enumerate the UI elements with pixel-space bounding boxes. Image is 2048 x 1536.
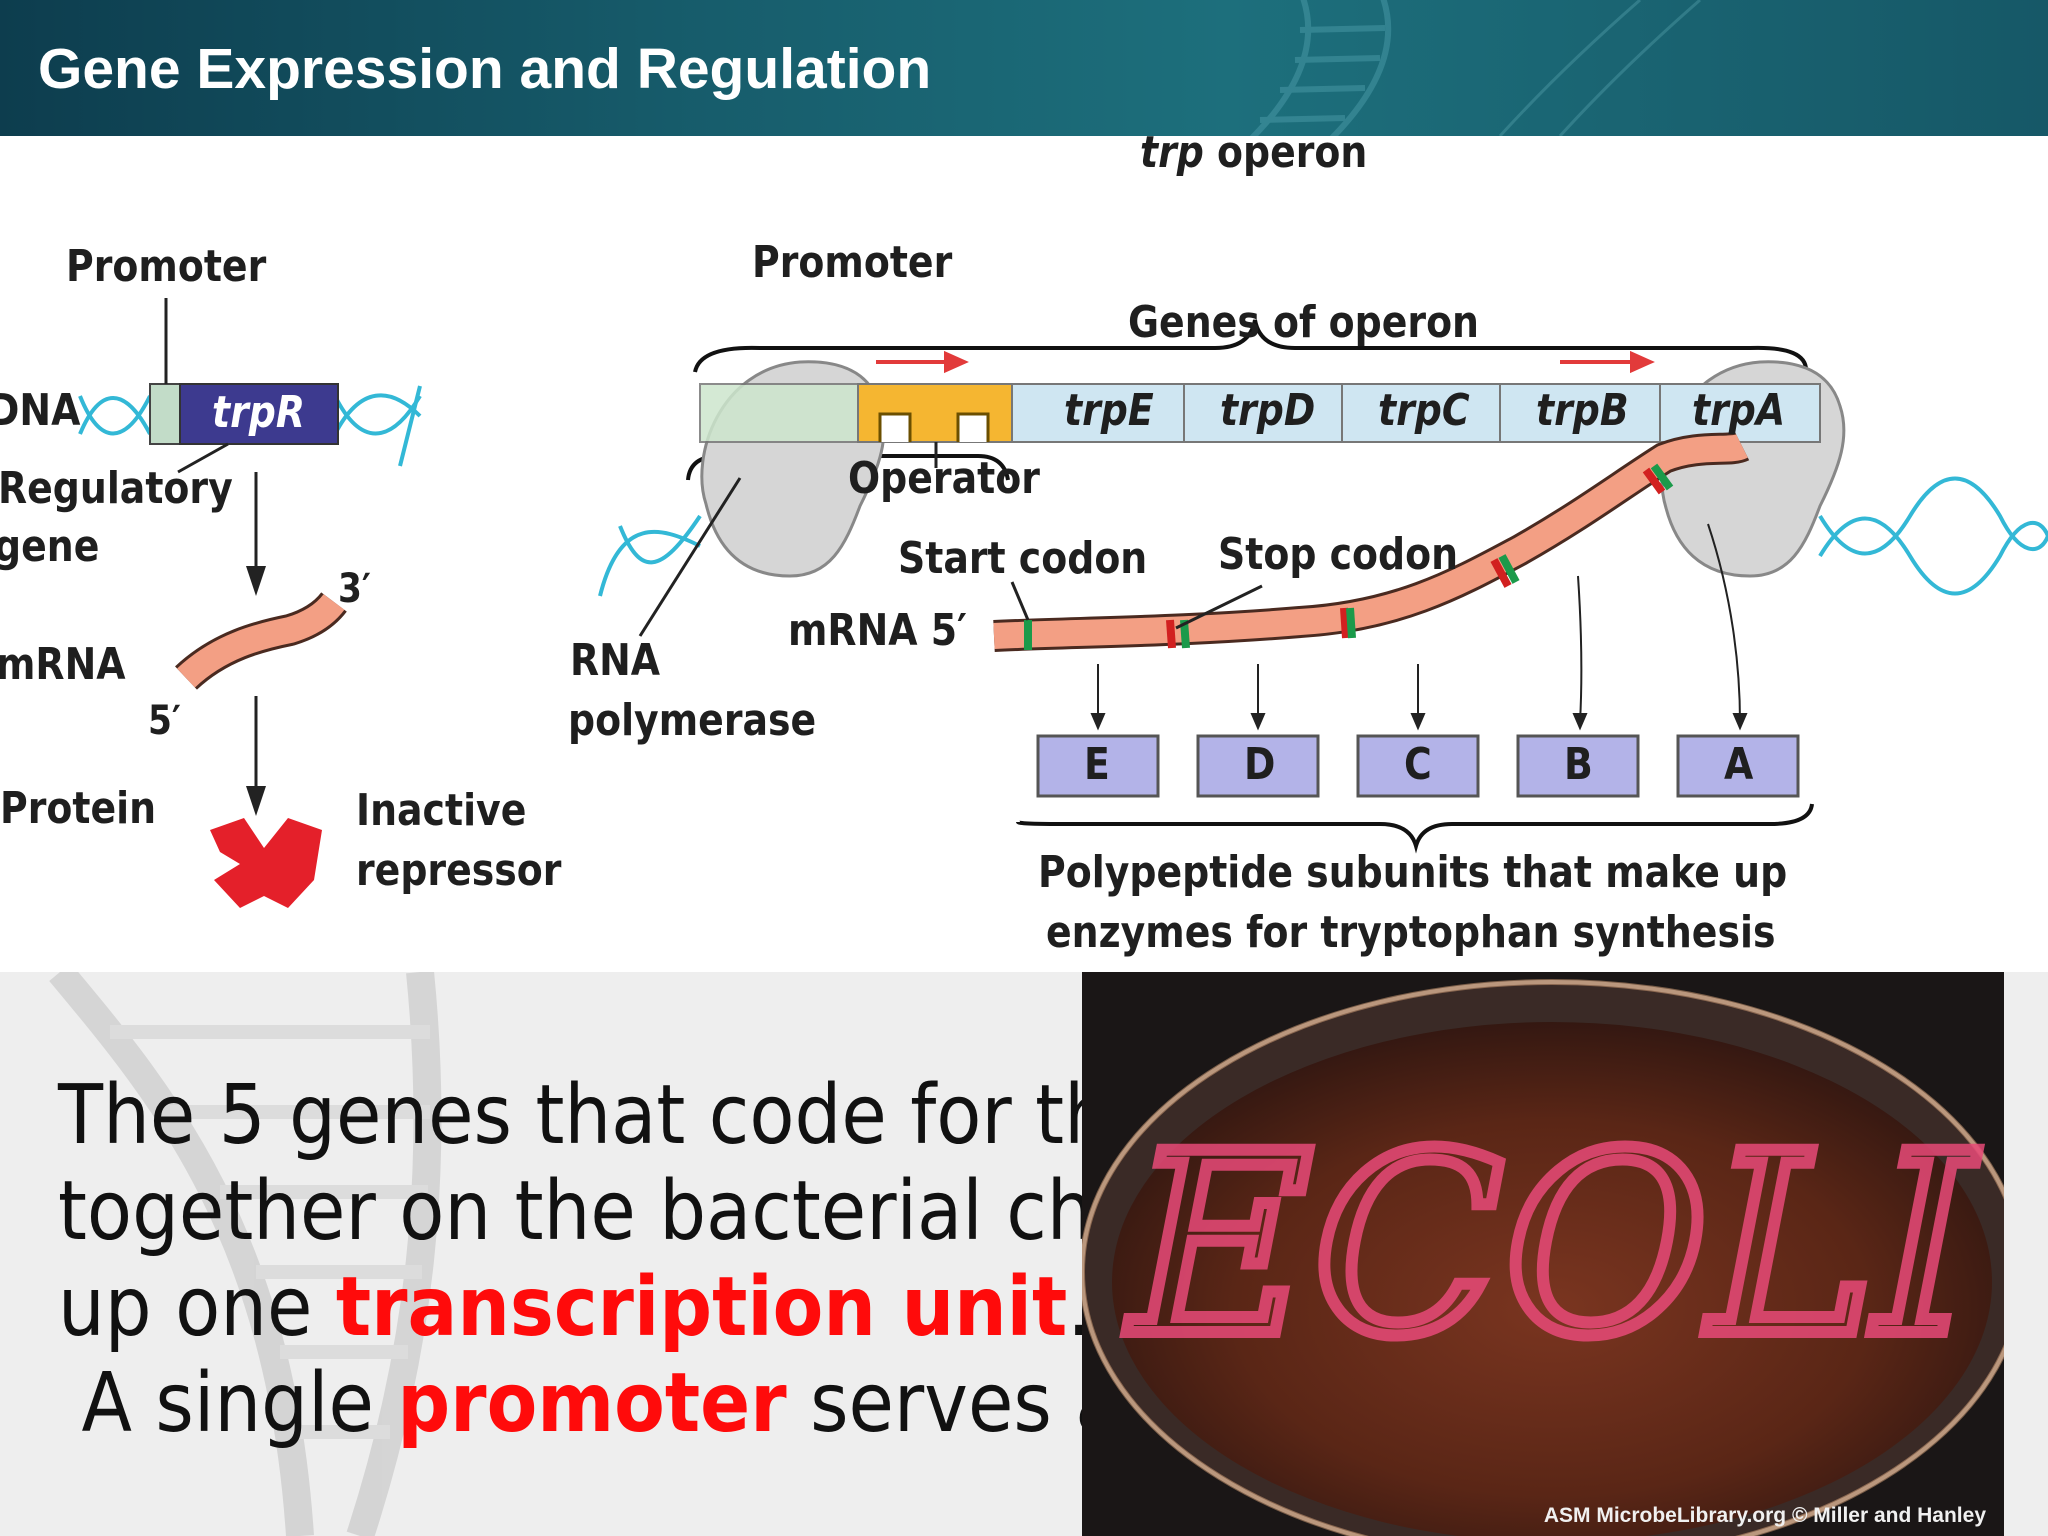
polypeptide-line2: enzymes for tryptophan synthesis [1046,907,1776,958]
body-line-2: together on the bacterial chro [58,1164,1168,1259]
body-line-3-start: up one [58,1260,336,1355]
body-line-4-start: A single [58,1356,398,1451]
gene-label-trpE: trpE [1064,385,1154,436]
protein-label: Protein [0,783,157,834]
start-codon-label: Start codon [898,533,1148,584]
trpr-gene-bar [179,383,339,445]
repressor-label: repressor [356,845,562,896]
operon-word: operon [1203,127,1368,178]
body-line-4: A single promoter serves al [58,1356,1167,1452]
body-paragraph: The 5 genes that code for the together o… [58,1068,1167,1452]
trp-operon-italic: trp [1140,127,1204,178]
rna-label: RNA [570,635,661,686]
left-mrna-label: mRNA [0,639,126,690]
subunit-label-B: B [1564,739,1593,790]
polypeptide-subunit-boxes [1036,734,1800,798]
polypeptide-brace [1016,803,1814,854]
slide-header: Gene Expression and Regulation [0,0,2048,136]
trpr-gene-label: trpR [212,387,305,438]
genes-bar [1011,383,1821,443]
plate-streak-text: ECOLI [1126,1100,1978,1391]
operon-promoter-label: Promoter [752,237,953,288]
promoter-segment-left [149,383,181,445]
subunit-label-C: C [1404,739,1432,790]
promoter-segment [699,383,859,443]
left-dna-helix [78,385,422,467]
three-prime-label: 3′ [338,566,372,612]
operator-label: Operator [848,453,1040,504]
dna-label: DNA [0,385,81,436]
regulatory-label: Regulatory [0,463,233,514]
transcription-direction-arrows [876,350,1655,374]
left-promoter-label: Promoter [66,241,267,292]
subunit-label-E: E [1084,739,1110,790]
subunit-label-D: D [1244,739,1276,790]
genes-of-operon-label: Genes of operon [1128,297,1480,348]
photo-credit: ASM MicrobeLibrary.org © Miller and Hanl… [1543,1504,1986,1527]
subunit-label-A: A [1724,739,1754,790]
dna-helix-decoration [1249,0,1701,136]
diagram-graphics [78,298,2048,908]
polypeptide-line1: Polypeptide subunits that make up [1038,847,1788,898]
five-prime-label: 5′ [148,698,182,744]
trp-operon-diagram: Promoter DNA trpR Regulatory gene 3′ mRN… [0,127,2048,972]
inactive-label: Inactive [356,785,527,836]
gene-label: gene [0,521,100,572]
polymerase-label: polymerase [568,695,817,746]
gene-label-trpC: trpC [1378,385,1470,436]
gene-label-trpD: trpD [1220,385,1316,436]
ecoli-petri-dish-photo: ECOLI ASM MicrobeLibrary.org © Miller an… [1082,972,2004,1536]
promoter-highlight: promoter [397,1356,787,1451]
operon-mrna-label: mRNA 5′ [788,605,968,656]
gene-label-trpB: trpB [1536,385,1629,436]
body-line-3: up one transcription unit. [58,1260,1167,1356]
petri-dish-image: ECOLI [1082,972,2004,1536]
body-line-1: The 5 genes that code for the [58,1068,1157,1163]
slide-title: Gene Expression and Regulation [38,37,932,101]
transcription-unit-highlight: transcription unit [335,1260,1068,1355]
stop-codon-label: Stop codon [1218,529,1459,580]
right-dna-helix [598,476,2048,597]
gene-label-trpA: trpA [1692,385,1786,436]
dna-watermark-background [49,972,442,1536]
inactive-repressor-shape [210,818,322,908]
operon-brace [693,319,1809,373]
trp-operon-label: trp operon [1140,127,1368,179]
